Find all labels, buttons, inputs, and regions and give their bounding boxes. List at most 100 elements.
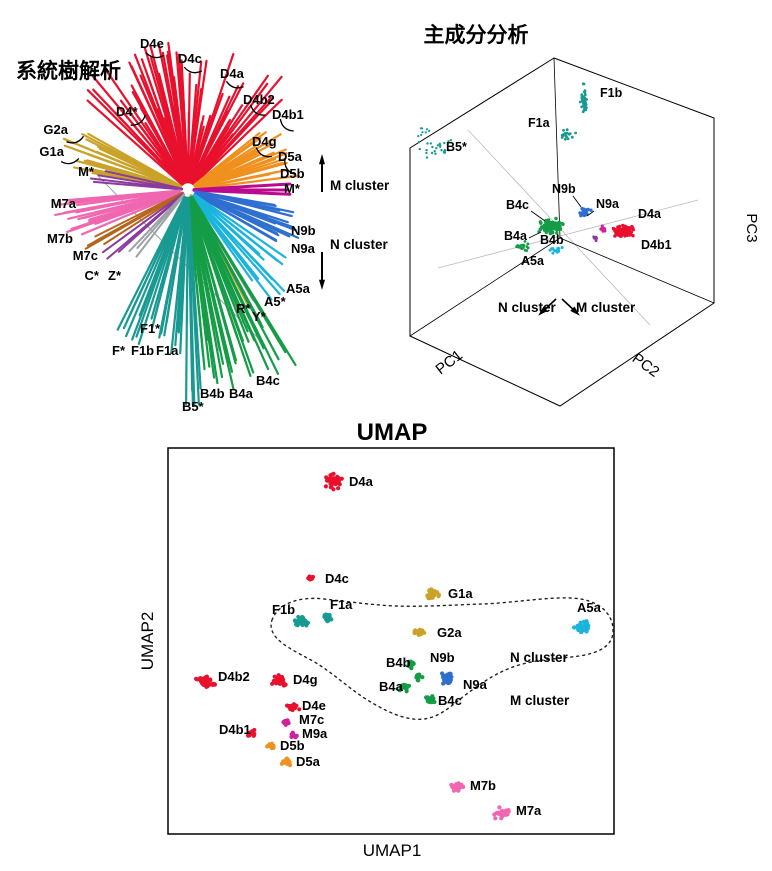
pca-cube-inner-edge <box>409 237 561 337</box>
tree-branch <box>102 192 185 254</box>
pca-label-B4c: B4c <box>506 198 529 212</box>
cluster-D5b <box>265 741 276 751</box>
cluster-G1a <box>425 587 441 601</box>
point <box>578 100 582 104</box>
point <box>274 678 279 684</box>
point <box>523 240 527 243</box>
point <box>580 99 584 103</box>
umap-cluster-annotation-0: N cluster <box>510 650 569 665</box>
tree-clade-M7ab <box>54 189 182 236</box>
point <box>285 703 290 708</box>
point <box>425 697 430 702</box>
point <box>448 671 453 676</box>
point <box>566 137 570 141</box>
point <box>440 149 443 152</box>
cluster-D4 <box>611 223 635 238</box>
tree-label-B5*: B5* <box>182 399 205 414</box>
point <box>581 82 585 86</box>
umap-label-A5a: A5a <box>577 600 602 615</box>
tree-branch <box>175 51 189 184</box>
point <box>500 808 505 814</box>
point <box>440 671 445 676</box>
umap-panel-title: UMAP <box>357 419 428 446</box>
point <box>441 681 446 686</box>
pca-cube-inner-edge <box>553 57 561 239</box>
point <box>428 129 431 132</box>
tree-label-D4b2: D4b2 <box>243 92 275 107</box>
umap-label-N9a: N9a <box>463 677 488 692</box>
tree-branch <box>188 196 219 385</box>
point <box>459 782 464 787</box>
tree-branch <box>124 113 184 185</box>
point <box>415 674 420 679</box>
tree-clade-B5 <box>185 196 202 407</box>
clade-brace <box>145 52 165 59</box>
point <box>551 247 555 251</box>
clade-brace <box>279 118 294 132</box>
tree-branch <box>193 132 261 187</box>
pca-axis-label-pc1: PC1 <box>432 347 465 378</box>
tree-n-cluster-arrow-head <box>319 279 325 290</box>
tree-branch <box>104 170 184 190</box>
tree-label-D5b: D5b <box>280 166 305 181</box>
pca-label-leader <box>528 231 542 239</box>
tree-label-D4g: D4g <box>252 134 277 149</box>
pca-m-cluster-label: M cluster <box>576 300 636 315</box>
point <box>284 719 289 724</box>
umap-label-D5a: D5a <box>296 754 321 769</box>
cluster-M7b <box>449 781 466 793</box>
point <box>197 677 202 682</box>
umap-label-D4e: D4e <box>302 698 326 713</box>
point <box>630 224 634 229</box>
tree-branch <box>194 191 289 224</box>
tree-m-cluster-arrow-head <box>319 154 325 165</box>
tree-branch <box>187 83 198 184</box>
point <box>555 231 559 235</box>
point <box>293 734 298 739</box>
point <box>443 141 446 145</box>
point <box>407 664 412 669</box>
point <box>421 131 424 134</box>
tree-label-M*: M* <box>78 164 95 179</box>
point <box>627 226 631 230</box>
point <box>426 142 429 145</box>
point <box>411 661 416 667</box>
pca-label-N9b: N9b <box>552 182 576 196</box>
tree-label-M7a: M7a <box>51 196 77 211</box>
point <box>420 127 424 130</box>
cluster-B4b <box>406 659 416 671</box>
pca-cluster-arrow-head <box>570 306 580 316</box>
point <box>304 623 309 628</box>
umap-label-B4c: B4c <box>438 693 462 708</box>
umap-label-D4c: D4c <box>325 571 349 586</box>
umap-x-axis-label: UMAP1 <box>363 841 422 860</box>
point <box>450 785 455 790</box>
umap-label-M7c: M7c <box>299 712 324 727</box>
umap-label-F1b: F1b <box>272 602 295 617</box>
point <box>549 231 553 235</box>
point <box>556 246 560 250</box>
point <box>589 208 593 212</box>
cluster-M7a <box>492 805 511 821</box>
tree-clade-D5 <box>193 131 300 191</box>
tree-label-M7b: M7b <box>47 231 73 246</box>
point <box>579 626 584 631</box>
tree-branch <box>187 72 191 184</box>
pca-label-leader <box>586 210 595 217</box>
tree-clade-M-right <box>192 182 292 196</box>
pca-label-B5*: B5* <box>446 140 467 154</box>
point <box>454 782 459 787</box>
cluster-D4g <box>270 673 288 688</box>
tree-m-cluster-label: M cluster <box>330 178 390 193</box>
cluster-G2a <box>412 627 427 637</box>
pca-label-leader <box>530 210 546 222</box>
umap-label-B4a: B4a <box>379 679 404 694</box>
point <box>292 705 297 710</box>
point <box>583 104 587 107</box>
point <box>417 140 421 144</box>
point <box>560 246 564 249</box>
point <box>501 812 506 817</box>
point <box>425 128 429 131</box>
pca-label-F1b: F1b <box>600 86 623 100</box>
